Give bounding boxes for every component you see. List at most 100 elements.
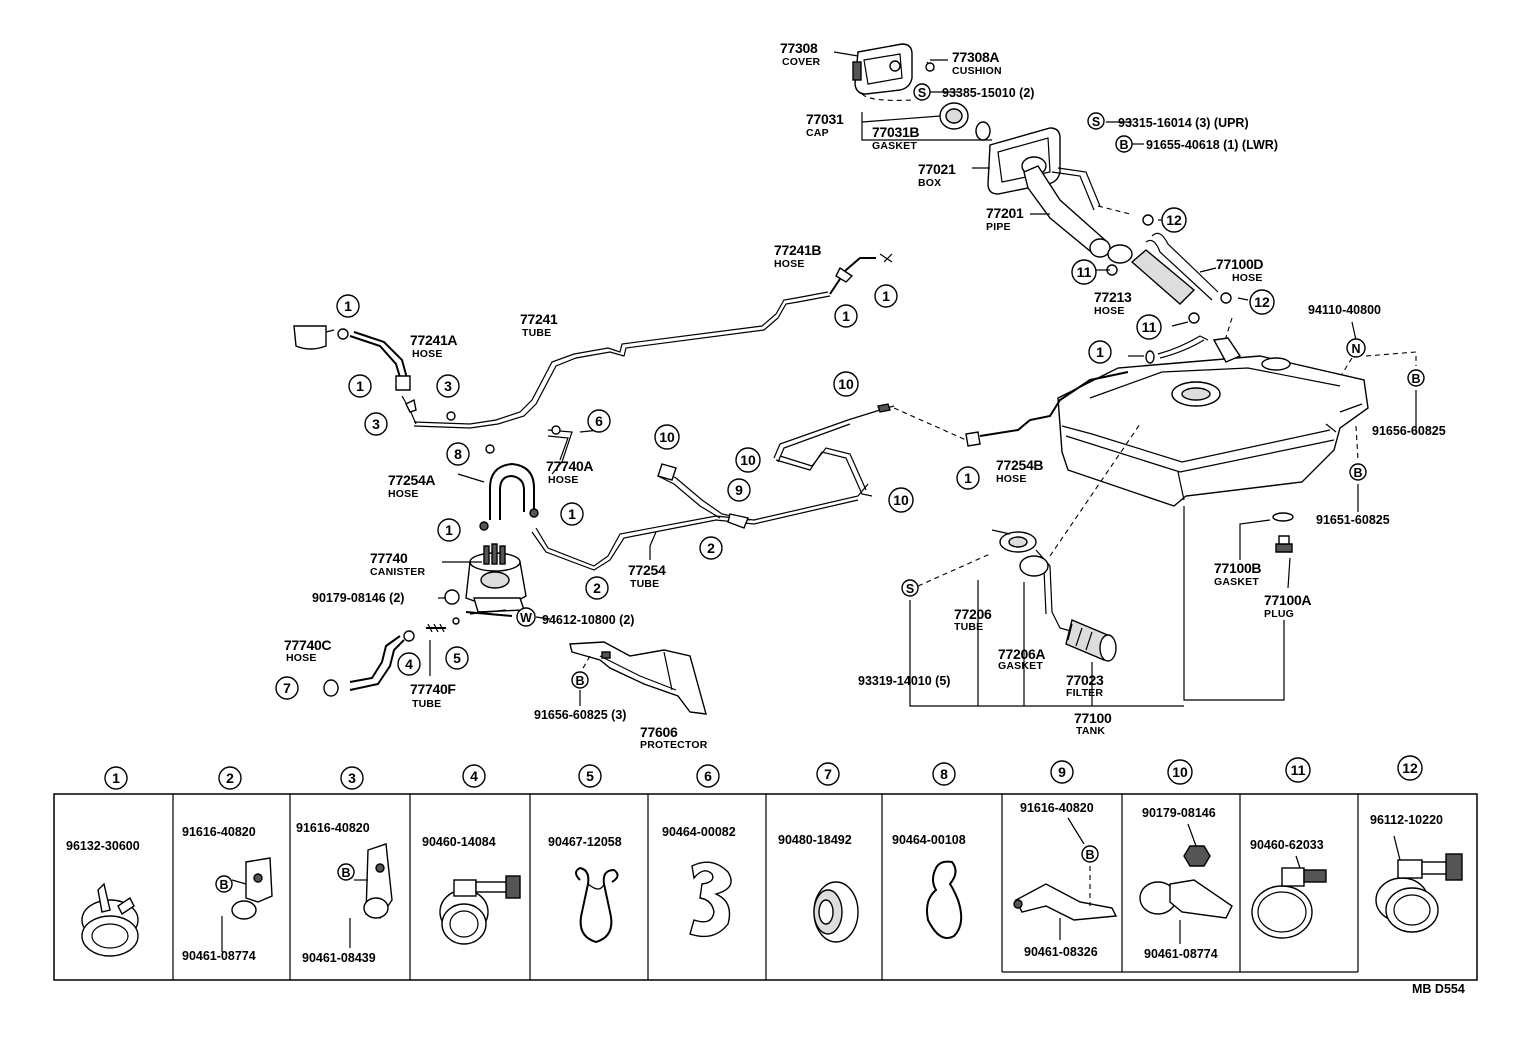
callout-1: 1 <box>560 502 584 526</box>
symbol-markers: S S B N B B S W B <box>516 83 1425 689</box>
legend-part-number: 96112-10220 <box>1370 813 1443 827</box>
legend-part-number: 90480-18492 <box>778 833 852 847</box>
svg-text:10: 10 <box>893 492 909 508</box>
symbol-b-marker: B <box>1349 463 1367 481</box>
legend-key-5: 5 <box>578 764 602 788</box>
part-name: PIPE <box>986 221 1011 233</box>
legend-part-number: 91616-40820 <box>1020 801 1094 815</box>
part-name: HOSE <box>774 258 805 270</box>
symbol-n-marker: N <box>1346 338 1366 358</box>
part-number: 77740 <box>370 550 408 566</box>
callout-10: 10 <box>833 371 859 397</box>
svg-text:8: 8 <box>940 766 948 782</box>
svg-text:7: 7 <box>824 766 832 782</box>
filler-pipe-drawing <box>1023 165 1131 258</box>
part-name: HOSE <box>1094 305 1125 317</box>
svg-text:10: 10 <box>1172 764 1188 780</box>
clamp-bracket-icon: B <box>337 843 393 948</box>
grommet-icon <box>813 881 859 943</box>
legend-part-number: 90464-00108 <box>892 833 966 847</box>
part-name: TUBE <box>630 578 659 590</box>
worm-clamp-icon <box>1375 835 1463 933</box>
svg-text:3: 3 <box>444 378 452 394</box>
svg-text:9: 9 <box>735 482 743 498</box>
part-number: 93319-14010 (5) <box>858 674 950 688</box>
callout-10: 10 <box>654 424 680 450</box>
part-number: 77254 <box>628 562 666 578</box>
callout-1: 1 <box>956 466 980 490</box>
svg-text:S: S <box>1092 115 1100 129</box>
svg-text:1: 1 <box>882 288 890 304</box>
symbol-b-marker: B <box>1115 135 1133 153</box>
svg-text:8: 8 <box>454 446 462 462</box>
svg-text:6: 6 <box>704 768 712 784</box>
part-name: CUSHION <box>952 65 1002 77</box>
svg-text:N: N <box>1351 342 1360 356</box>
svg-text:1: 1 <box>344 298 352 314</box>
part-number: 77206A <box>998 646 1045 662</box>
callout-3: 3 <box>364 412 388 436</box>
part-name: TUBE <box>522 327 551 339</box>
part-name: CANISTER <box>370 566 425 578</box>
legend-table: 1 2 3 4 5 6 7 8 9 10 11 12 96132-30600 9… <box>53 755 1478 981</box>
part-name: COVER <box>782 56 821 68</box>
part-number: 93385-15010 (2) <box>942 86 1034 100</box>
callout-12: 12 <box>1249 289 1275 315</box>
svg-text:10: 10 <box>659 429 675 445</box>
part-number: 90179-08146 (2) <box>312 591 404 605</box>
fuel-tank-drawing <box>1057 335 1369 507</box>
hose-clamp-icon <box>439 875 521 945</box>
part-number: 77100A <box>1264 592 1311 608</box>
symbol-w-marker: W <box>516 607 536 627</box>
svg-text:1: 1 <box>445 522 453 538</box>
callout-9: 9 <box>727 478 751 502</box>
part-number: 91655-40618 (1) (LWR) <box>1146 138 1278 152</box>
callout-4: 4 <box>397 652 421 676</box>
clamp-bracket-icon: B <box>215 857 273 952</box>
part-number: 93315-16014 (3) (UPR) <box>1118 116 1249 130</box>
svg-text:11: 11 <box>1142 319 1157 335</box>
callout-1: 1 <box>874 284 898 308</box>
symbol-s-marker: S <box>913 83 931 101</box>
part-number: 77031B <box>872 124 919 140</box>
symbol-s-marker: S <box>1087 112 1105 130</box>
part-number: 77308 <box>780 40 818 56</box>
legend-key-8: 8 <box>932 762 956 786</box>
part-name: TUBE <box>412 698 441 710</box>
callout-2: 2 <box>699 536 723 560</box>
svg-text:1: 1 <box>842 308 850 324</box>
svg-text:11: 11 <box>1077 264 1092 280</box>
legend-key-2: 2 <box>218 766 242 790</box>
part-number: 77100 <box>1074 710 1112 726</box>
wire-clamp-icon <box>926 860 963 939</box>
part-number: 77241B <box>774 242 821 258</box>
svg-text:5: 5 <box>586 768 594 784</box>
callout-10: 10 <box>888 487 914 513</box>
part-name: HOSE <box>412 348 443 360</box>
part-name: HOSE <box>996 473 1027 485</box>
callout-1: 1 <box>437 518 461 542</box>
callout-1: 1 <box>834 304 858 328</box>
symbol-b-marker: B <box>571 671 589 689</box>
part-name: GASKET <box>998 660 1043 672</box>
part-name: GASKET <box>1214 576 1259 588</box>
callout-6: 6 <box>587 409 611 433</box>
part-number: 77100B <box>1214 560 1261 576</box>
callout-10: 10 <box>735 447 761 473</box>
part-number: 91656-60825 (3) <box>534 708 626 722</box>
svg-text:1: 1 <box>112 770 120 786</box>
callout-1: 1 <box>336 294 360 318</box>
spring-clip-icon <box>575 866 619 944</box>
legend-part-number: 90464-00082 <box>662 825 736 839</box>
part-number: 77606 <box>640 724 678 740</box>
legend-part-number: 96132-30600 <box>66 839 140 853</box>
svg-text:4: 4 <box>470 768 478 784</box>
part-number: 77740F <box>410 681 456 697</box>
part-name: HOSE <box>1232 272 1263 284</box>
legend-part-number: 91616-40820 <box>182 825 256 839</box>
part-number: 94110-40800 <box>1308 303 1381 317</box>
legend-key-12: 12 <box>1397 755 1423 781</box>
band-clamp-icon <box>1251 855 1327 939</box>
legend-part-number: 90460-62033 <box>1250 838 1324 852</box>
part-name: CAP <box>806 127 829 139</box>
